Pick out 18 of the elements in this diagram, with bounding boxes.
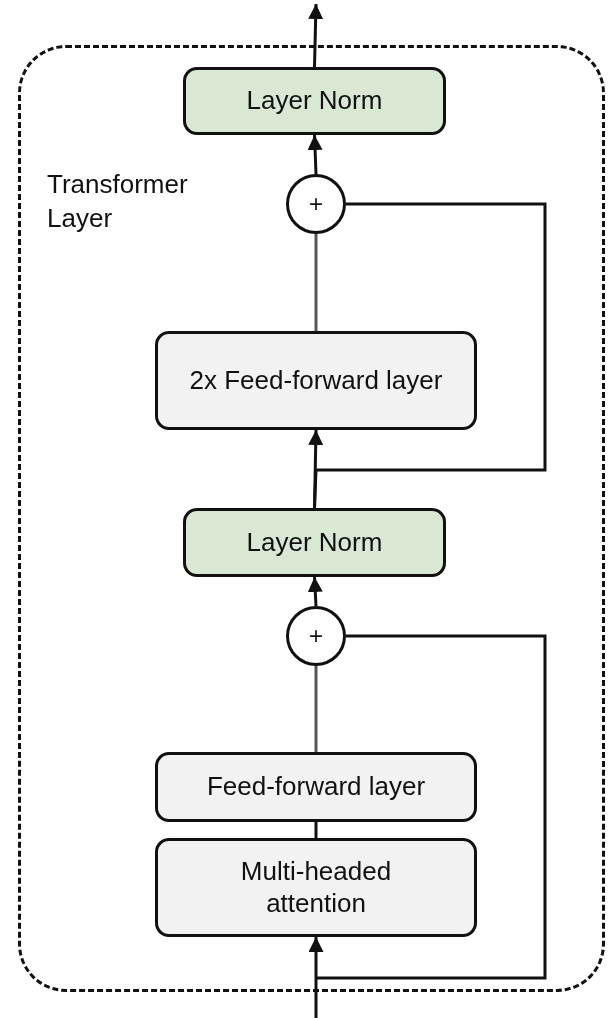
connector-line	[316, 634, 547, 980]
process-box: Multi-headed attention	[155, 838, 477, 937]
process-box: Feed-forward layer	[155, 752, 477, 822]
connector-line	[314, 822, 318, 838]
connector-line	[314, 234, 318, 331]
connector-line	[314, 666, 318, 752]
add-circle: +	[286, 606, 346, 666]
process-box: 2x Feed-forward layer	[155, 331, 477, 430]
add-circle: +	[286, 174, 346, 234]
layer-norm-box: Layer Norm	[183, 508, 446, 577]
arrow	[308, 3, 324, 68]
group-title: Transformer Layer	[47, 168, 189, 235]
arrow	[308, 937, 324, 1018]
connector-line	[313, 202, 547, 509]
arrow	[307, 134, 323, 175]
layer-norm-box: Layer Norm	[183, 67, 446, 135]
arrow	[307, 576, 323, 607]
dashed-group-outline	[18, 45, 605, 992]
